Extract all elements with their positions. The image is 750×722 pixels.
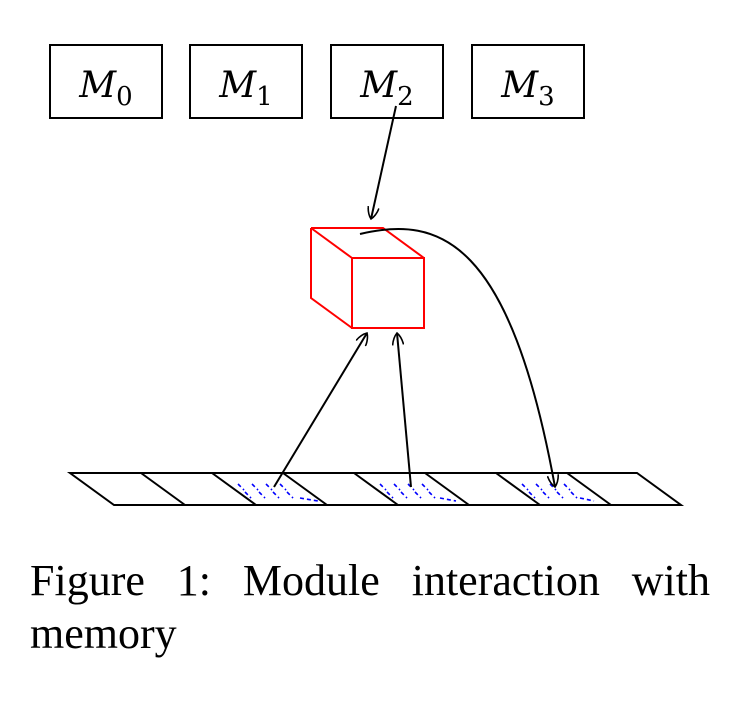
memory-tape	[66, 472, 685, 506]
arrow-cube-to-memory-cell-6	[359, 228, 555, 487]
arrow-memory-cell-2-to-cube	[273, 333, 367, 488]
module-m2: M2	[330, 44, 444, 119]
module-m0: M0	[49, 44, 163, 119]
module-m1-label: M1	[218, 65, 272, 112]
figure-caption: Figure 1: Module interaction with memory	[30, 556, 710, 658]
module-m1: M1	[189, 44, 303, 119]
module-m0-label: M0	[78, 65, 132, 112]
module-memory-diagram: M0 M1 M2 M3	[49, 44, 685, 506]
arrow-m2-to-cube	[371, 105, 397, 219]
memory-mark-cell-2	[237, 483, 319, 502]
module-m3-label: M3	[500, 65, 554, 112]
module-m3: M3	[471, 44, 585, 119]
arrow-memory-cell-4-to-cube	[397, 333, 412, 488]
memory-mark-cell-6	[521, 483, 595, 502]
module-m2-label: M2	[359, 65, 413, 112]
memory-mark-cell-4	[379, 483, 457, 502]
cube	[310, 227, 425, 329]
